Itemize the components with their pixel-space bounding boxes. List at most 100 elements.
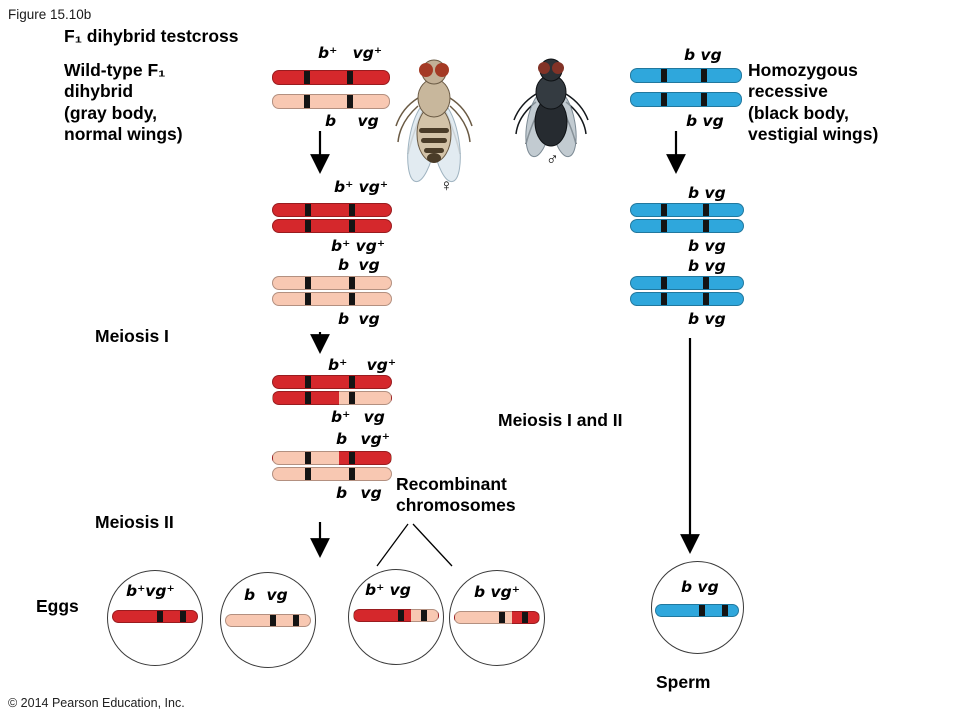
gene-label-parental-pink: b vg	[325, 112, 379, 130]
gene-label-recessive-parental-top: b vg	[684, 46, 722, 64]
gene-locus-band	[397, 610, 404, 621]
gene-label-replicated-red-top: b⁺ vg⁺	[334, 178, 389, 196]
chromatid-red-parental-type	[272, 375, 392, 389]
gene-locus-band	[702, 220, 709, 232]
chromatid-blue-3	[630, 276, 744, 290]
gene-label-recessive-replicated-4: b vg	[688, 310, 726, 328]
chromatid-blue-4	[630, 292, 744, 306]
gene-locus-band	[522, 612, 529, 623]
gene-locus-band	[304, 392, 311, 404]
chromatid-red-1	[272, 203, 392, 217]
gene-label-recessive-replicated-1: b vg	[688, 184, 726, 202]
chromatid-pink-1	[272, 276, 392, 290]
chromatid-red-2	[272, 219, 392, 233]
gene-label-egg-4: b vg⁺	[474, 583, 520, 601]
gene-locus-band	[421, 610, 428, 621]
gene-locus-band	[304, 71, 311, 84]
gene-label-recessive-replicated-3: b vg	[688, 257, 726, 275]
gene-locus-band	[702, 293, 709, 305]
fly-eye	[419, 63, 433, 77]
gene-locus-band	[347, 95, 354, 108]
recombinant-pointer-left	[376, 523, 409, 567]
gene-locus-band	[304, 95, 311, 108]
gene-locus-band	[304, 468, 311, 480]
gene-locus-band	[661, 293, 668, 305]
chromosome-recessive-1	[630, 68, 742, 83]
gene-label-crossover-pink-top: b vg⁺	[336, 430, 390, 448]
gene-locus-band	[304, 220, 311, 232]
gene-label-replicated-red-bottom: b⁺ vg⁺	[331, 237, 386, 255]
gene-locus-band	[156, 611, 163, 622]
gene-locus-band	[701, 93, 708, 106]
gene-locus-band	[348, 293, 355, 305]
chromatid-blue-1	[630, 203, 744, 217]
egg-chromosome-parental-red	[112, 610, 198, 623]
gene-locus-band	[348, 277, 355, 289]
meiosis-1-and-2-label: Meiosis I and II	[498, 410, 623, 430]
gene-label-recessive-replicated-2: b vg	[688, 237, 726, 255]
gene-locus-band	[702, 277, 709, 289]
gene-locus-band	[702, 204, 709, 216]
black-fly-illustration	[513, 58, 589, 158]
gene-label-sperm: b vg	[681, 578, 719, 596]
gene-label-egg-3: b⁺ vg	[365, 581, 411, 599]
fly-thorax	[417, 78, 451, 118]
gene-locus-band	[660, 69, 667, 82]
gene-label-replicated-pink-bottom: b vg	[338, 310, 380, 328]
gene-locus-band	[293, 615, 300, 626]
egg-chromosome-recombinant-red	[353, 609, 439, 622]
gene-locus-band	[661, 277, 668, 289]
recombinant-pointer-right	[412, 523, 453, 567]
gene-locus-band	[661, 220, 668, 232]
gene-locus-band	[348, 204, 355, 216]
chromatid-pink-recombinant	[272, 451, 392, 465]
sperm-chromosome-blue	[655, 604, 739, 617]
gene-label-crossover-pink-bottom: b vg	[336, 484, 382, 502]
gene-locus-band	[304, 204, 311, 216]
fly-abdomen-stripes	[419, 128, 449, 163]
gene-locus-band	[698, 605, 705, 616]
gene-locus-band	[701, 69, 708, 82]
gene-locus-band	[304, 452, 311, 464]
gene-locus-band	[304, 277, 311, 289]
gene-label-crossover-red-bottom: b⁺ vg	[331, 408, 385, 426]
chromatid-red-recombinant	[272, 391, 392, 405]
gene-locus-band	[660, 93, 667, 106]
gene-locus-band	[498, 612, 505, 623]
gene-locus-band	[304, 376, 311, 388]
gene-label-egg-1: b⁺vg⁺	[126, 582, 175, 600]
gene-locus-band	[304, 293, 311, 305]
gene-locus-band	[348, 376, 355, 388]
fly-eye	[552, 62, 564, 74]
egg-chromosome-parental-pink	[225, 614, 311, 627]
male-symbol: ♂	[546, 150, 559, 169]
gene-label-crossover-red-top: b⁺ vg⁺	[328, 356, 397, 374]
homozygous-recessive-label: Homozygous recessive (black body, vestig…	[748, 60, 879, 145]
gene-locus-band	[721, 605, 728, 616]
copyright-notice: © 2014 Pearson Education, Inc.	[8, 696, 185, 710]
recombinant-chromosomes-label: Recombinant chromosomes	[396, 474, 516, 516]
gene-label-replicated-pink-top: b vg	[338, 256, 380, 274]
egg-chromosome-recombinant-pink	[454, 611, 540, 624]
fly-eye	[435, 63, 449, 77]
chromatid-pink-parental-type	[272, 467, 392, 481]
gene-locus-band	[347, 71, 354, 84]
wild-type-fly-illustration	[395, 59, 473, 183]
gene-locus-band	[348, 392, 355, 404]
fly-eye	[538, 62, 550, 74]
chromatid-pink-2	[272, 292, 392, 306]
chromatid-blue-2	[630, 219, 744, 233]
gene-locus-band	[180, 611, 187, 622]
gene-label-recessive-parental-bottom: b vg	[686, 112, 724, 130]
gene-locus-band	[661, 204, 668, 216]
gene-locus-band	[269, 615, 276, 626]
gene-label-parental-red: b⁺ vg⁺	[318, 44, 383, 62]
chromosome-parental-red	[272, 70, 390, 85]
chromosome-recessive-2	[630, 92, 742, 107]
figure-label: Figure 15.10b	[8, 7, 92, 22]
gene-locus-band	[348, 468, 355, 480]
eggs-label: Eggs	[36, 596, 79, 616]
sperm-label: Sperm	[656, 672, 711, 692]
